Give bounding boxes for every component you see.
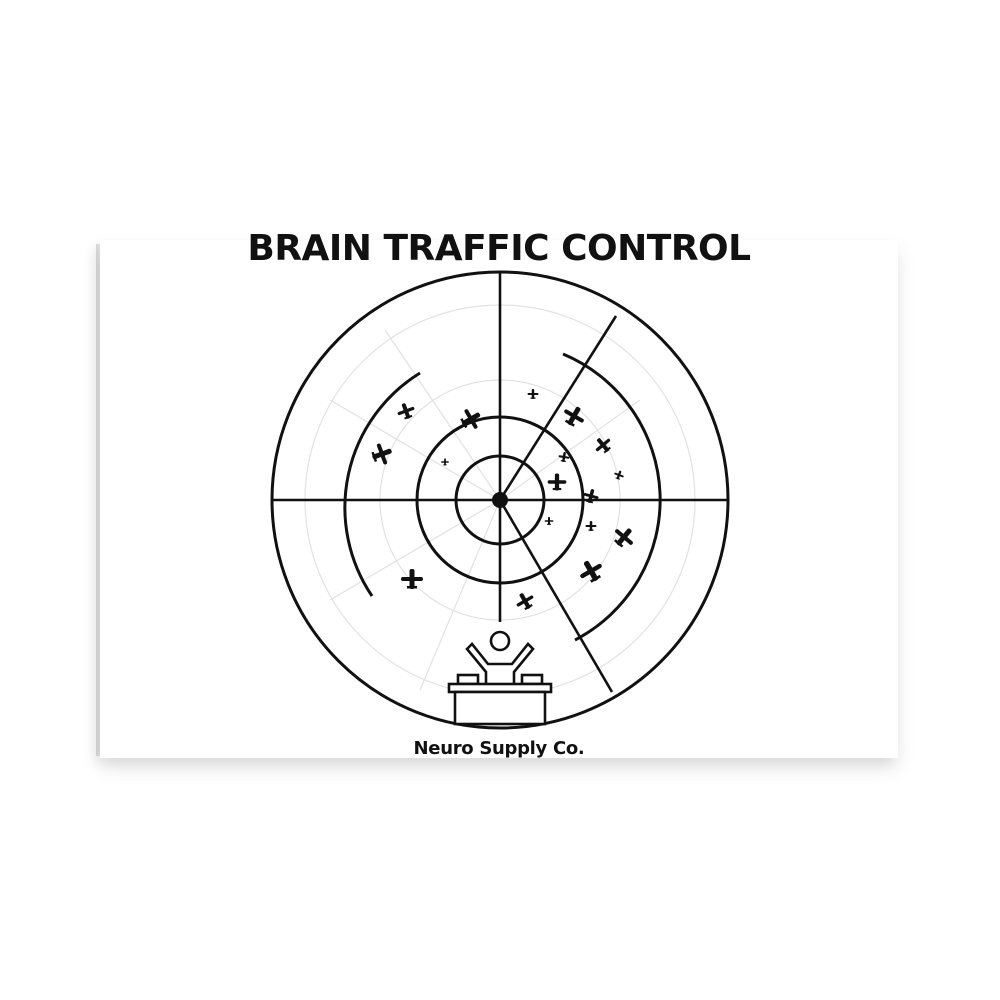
airplane-icon (544, 517, 554, 525)
radar-ring-arc-left (343, 371, 421, 597)
airplanes (371, 389, 633, 611)
desk-left-monitor (456, 673, 480, 686)
radar-sweep-line-lower (498, 499, 614, 693)
airplane-icon (460, 409, 481, 429)
desk-right-monitor (520, 673, 544, 686)
airplane-icon (401, 569, 423, 589)
airplane-icon (516, 593, 534, 611)
airplane-icon (585, 521, 597, 531)
controller-head (489, 630, 511, 652)
airplane-icon (595, 438, 611, 454)
air-traffic-controller-icon (447, 630, 553, 726)
airplane-icon (371, 443, 392, 465)
desk-body (453, 690, 547, 726)
radar-center-dot-icon (492, 492, 508, 508)
airplane-icon (527, 389, 539, 399)
airplane-icon (558, 452, 570, 463)
brand-name: Neuro Supply Co. (413, 738, 585, 759)
print-title: BRAIN TRAFFIC CONTROL (247, 228, 751, 269)
canvas-side-edge (96, 244, 102, 756)
airplane-icon (614, 470, 624, 480)
controller-body (465, 642, 535, 687)
airplane-icon (580, 560, 602, 583)
airplane-icon (614, 528, 633, 548)
radar-ring-arc-right (562, 352, 662, 642)
radar-sweep-line-upper (498, 315, 618, 501)
airplane-icon (441, 458, 449, 466)
airplane-icon (397, 403, 415, 420)
airplane-icon (583, 489, 599, 504)
airplane-icon (564, 406, 584, 427)
airplane-icon (547, 473, 567, 491)
